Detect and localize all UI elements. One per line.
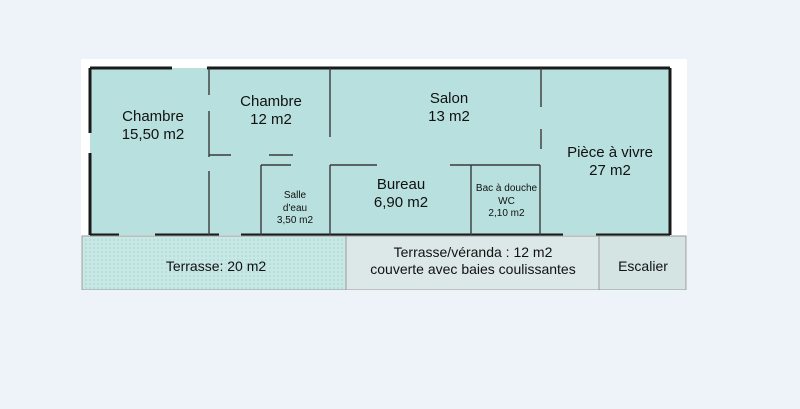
- room-bureau: Bureau 6,90 m2: [351, 176, 451, 213]
- room-chambre-1: Chambre 15,50 m2: [107, 108, 199, 145]
- room-area: 3,50 m2: [276, 215, 314, 226]
- veranda-area: [345, 235, 600, 290]
- veranda-label-line-1: Terrasse/véranda : 12 m2: [393, 244, 553, 260]
- room-salon: Salon 13 m2: [399, 90, 499, 127]
- room-area: 12 m2: [250, 111, 292, 129]
- room-name: Bureau: [376, 176, 426, 193]
- room-name: Chambre: [240, 93, 302, 110]
- floor-plan: Chambre 15,50 m2 Chambre 12 m2 Salon 13 …: [81, 59, 687, 290]
- room-bac-a-douche: Bac à douche WC 2,10 m2: [475, 183, 538, 221]
- room-area: 6,90 m2: [373, 194, 429, 212]
- room-area: 2,10 m2: [488, 208, 525, 219]
- room-name: Pièce à vivre: [567, 144, 653, 161]
- room-name-line-1: Salle: [283, 190, 307, 201]
- room-name: Salon: [429, 90, 469, 107]
- room-area: 27 m2: [589, 162, 631, 180]
- stairs-label: Escalier: [618, 258, 668, 274]
- room-area: 13 m2: [428, 108, 470, 126]
- interior-area: [90, 68, 670, 235]
- room-name-line-2: WC: [498, 195, 515, 207]
- room-name: Chambre: [122, 108, 184, 125]
- room-salle-d-eau: Salle d'eau 3,50 m2: [265, 190, 325, 228]
- terrace-label: Terrasse: 20 m2: [165, 258, 267, 274]
- room-name-line-2: d'eau: [282, 202, 308, 214]
- veranda-label-line-2: couverte avec baies coulissantes: [370, 261, 576, 278]
- room-area: 15,50 m2: [121, 126, 185, 144]
- room-name-line-1: Bac à douche: [475, 183, 538, 194]
- room-chambre-2: Chambre 12 m2: [221, 93, 321, 130]
- floor-plan-drawing: [81, 66, 687, 290]
- interior-walls: [208, 68, 542, 235]
- veranda-label: Terrasse/véranda : 12 m2 couverte avec b…: [349, 244, 597, 278]
- room-piece-a-vivre: Pièce à vivre 27 m2: [557, 144, 663, 181]
- stairs-area: [598, 235, 687, 290]
